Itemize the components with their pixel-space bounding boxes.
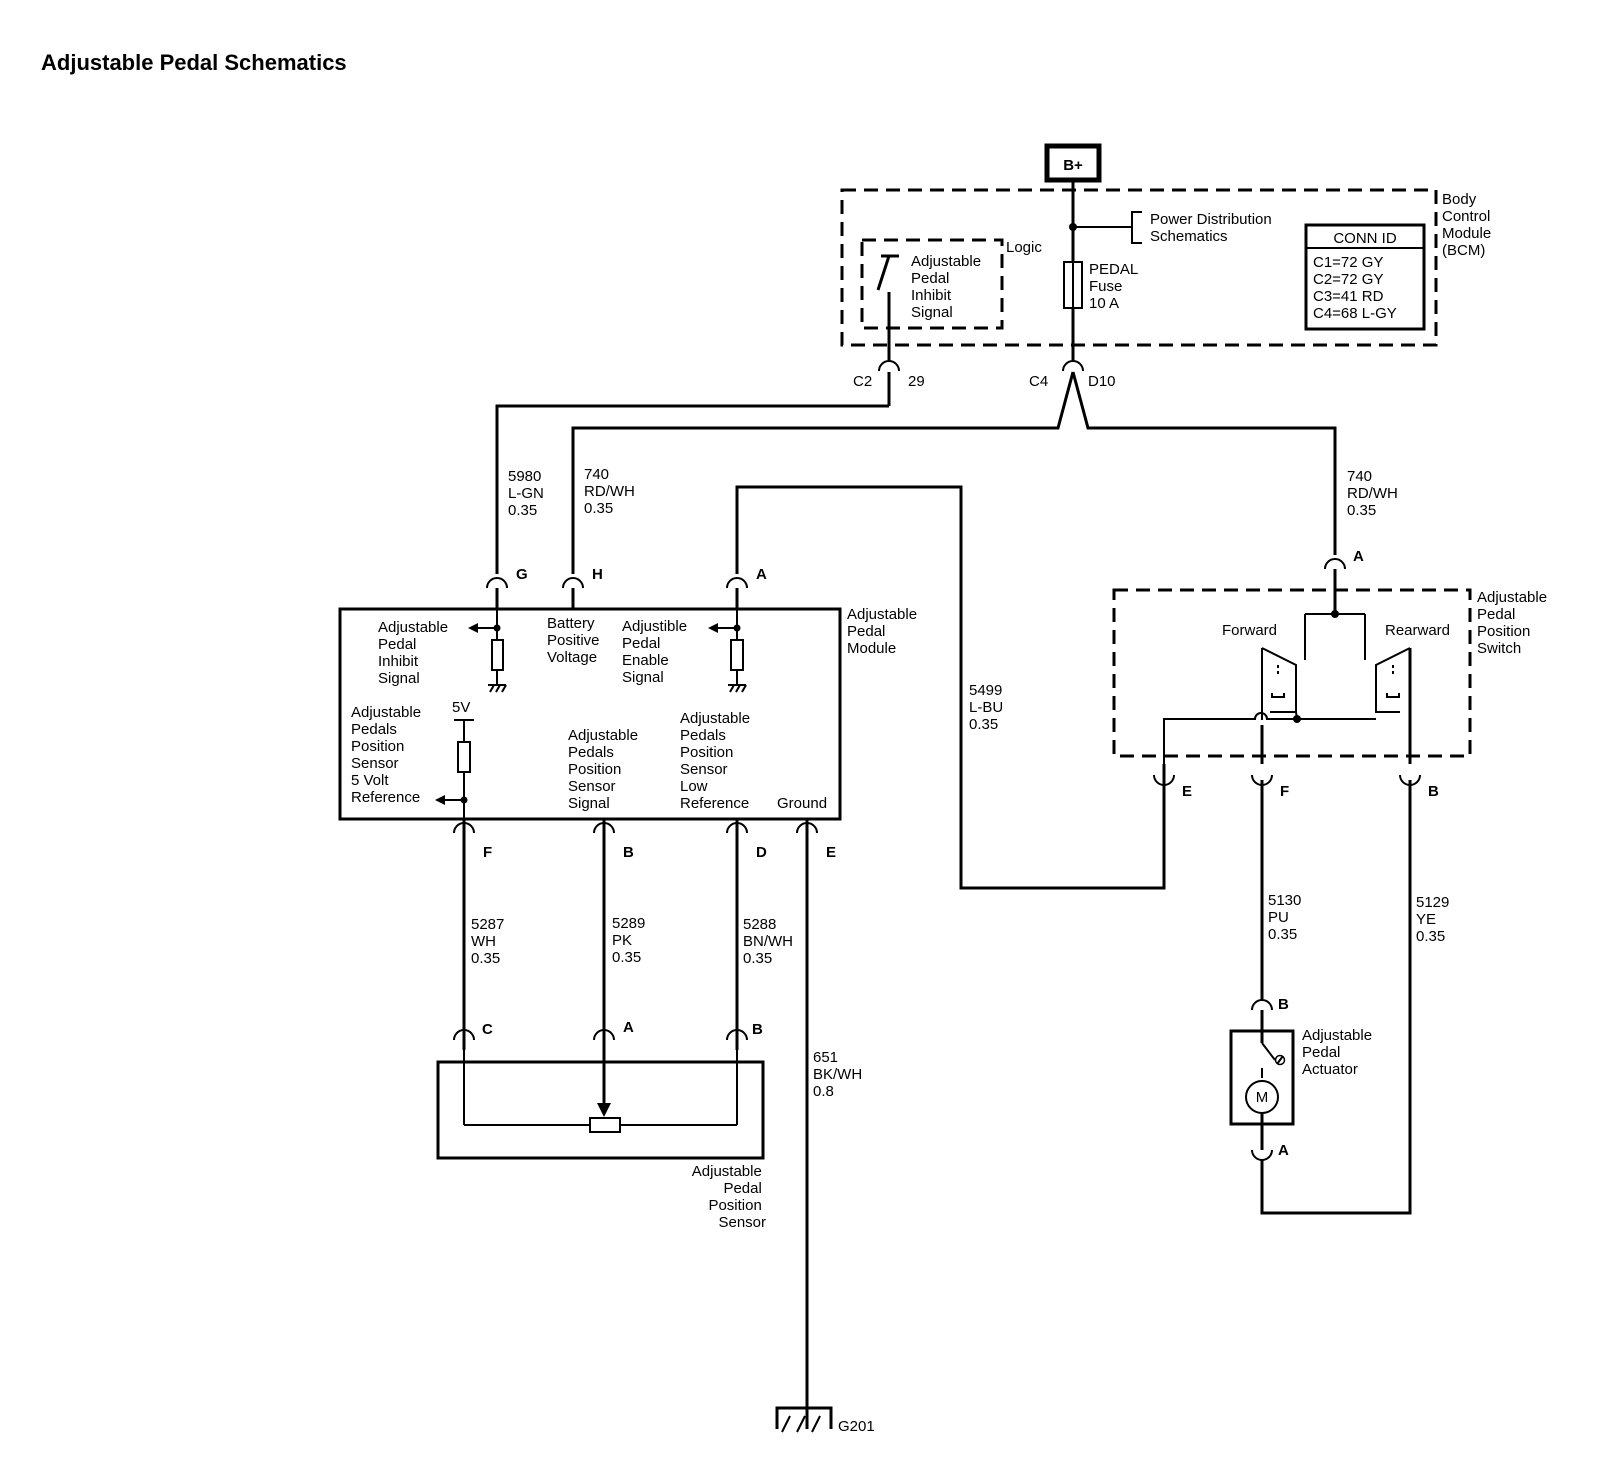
switch-name-label: Adjustable Pedal Position Switch (1477, 589, 1551, 657)
logic-label: Logic (1006, 239, 1042, 256)
svg-text:H: H (592, 566, 603, 583)
adjustable-pedal-module: Adjustable Pedal Module G H A Adjustable… (338, 566, 921, 861)
sensor-pin-c (453, 1029, 475, 1041)
ground-g201: G201 (774, 1406, 875, 1435)
battery-voltage-label: Battery Positive Voltage (547, 615, 604, 666)
power-distribution-label: Power Distribution Schematics (1150, 211, 1276, 245)
switch-pin-a (1324, 558, 1346, 570)
switch-boundary (1112, 588, 1472, 758)
forward-contact (1261, 647, 1297, 713)
switch-pin-e (1153, 774, 1175, 786)
pedal-fuse-label: PEDAL Fuse 10 A (1089, 261, 1142, 312)
sensor-signal-label: Adjustable Pedals Position Sensor Signal (568, 727, 642, 812)
ref-5v-label: Adjustable Pedals Position Sensor 5 Volt… (351, 704, 425, 806)
module-pin-g (486, 577, 508, 589)
bcm-connector-c2: C2 29 (853, 360, 925, 390)
rearward-label: Rearward (1385, 622, 1450, 639)
svg-text:D10: D10 (1088, 373, 1116, 390)
bcm-connector-c4: C4 D10 (1029, 360, 1116, 390)
conn-id-box (1304, 223, 1426, 331)
potentiometer-symbol (589, 1117, 621, 1133)
actuator-pin-b (1251, 999, 1273, 1011)
low-reference-label: Adjustable Pedals Position Sensor Low Re… (680, 710, 754, 812)
module-name-label: Adjustable Pedal Module (847, 606, 921, 657)
adjustable-pedal-actuator: B M A Adjustable Pedal Actuator (1229, 996, 1376, 1161)
svg-text:C2: C2 (853, 373, 872, 390)
svg-text:B: B (752, 1021, 763, 1038)
wire-740-module-label: 740 RD/WH 0.35 (584, 466, 639, 517)
b-plus-label: B+ (1063, 157, 1083, 174)
thermal-breaker-symbol (1261, 1042, 1276, 1061)
svg-text:A: A (756, 566, 767, 583)
svg-text:A: A (1353, 548, 1364, 565)
logic-boundary (860, 238, 1004, 330)
actuator-name-label: Adjustable Pedal Actuator (1302, 1027, 1376, 1078)
module-pin-a (726, 577, 748, 589)
inhibit-switch-symbol (876, 254, 899, 345)
wire-740-to-module (571, 371, 1075, 574)
adjustable-pedal-position-switch: A Adjustable Pedal Position Switch Forwa… (1112, 548, 1551, 800)
svg-text:B: B (1278, 996, 1289, 1013)
svg-text:E: E (826, 844, 836, 861)
wire-5288-label: 5288 BN/WH 0.35 (743, 916, 797, 967)
wire-651-label: 651 BK/WH 0.8 (813, 1049, 866, 1100)
wire-5129 (1260, 780, 1412, 1215)
svg-text:A: A (1278, 1142, 1289, 1159)
forward-label: Forward (1222, 622, 1277, 639)
wire-5289-label: 5289 PK 0.35 (612, 915, 650, 966)
svg-text:F: F (1280, 783, 1289, 800)
conn-id-list: C1=72 GY C2=72 GY C3=41 RD C4=68 L-GY (1313, 254, 1397, 322)
rearward-contact (1375, 647, 1411, 713)
body-control-module: Body Control Module (BCM) Logic Adjustab… (840, 180, 1495, 362)
ground-label: Ground (777, 795, 827, 812)
svg-text:C4: C4 (1029, 373, 1048, 390)
sensor-pin-a (593, 1029, 615, 1041)
wire-5499 (735, 485, 1166, 890)
adjustable-pedal-position-sensor: C A B Adjustable Pedal Position Sensor (436, 1019, 766, 1231)
svg-text:29: 29 (908, 373, 925, 390)
sensor-pin-b (726, 1029, 748, 1041)
actuator-pin-a (1251, 1149, 1273, 1161)
conn-id-header: CONN ID (1333, 230, 1397, 247)
svg-text:D: D (756, 844, 767, 861)
svg-text:F: F (483, 844, 492, 861)
wire-5499-label: 5499 L-BU 0.35 (969, 682, 1007, 733)
wire-740-to-switch (1071, 371, 1337, 555)
bcm-boundary (840, 188, 1438, 347)
svg-text:C: C (482, 1021, 493, 1038)
sensor-name-label: Adjustable Pedal Position Sensor (692, 1163, 766, 1231)
svg-text:B: B (1428, 783, 1439, 800)
wire-5287-label: 5287 WH 0.35 (471, 916, 509, 967)
wire-5129-label: 5129 YE 0.35 (1416, 894, 1454, 945)
svg-text:B: B (623, 844, 634, 861)
page-title: Adjustable Pedal Schematics (41, 50, 347, 75)
wire-5130-label: 5130 PU 0.35 (1268, 892, 1306, 943)
wire-5980 (495, 404, 889, 574)
wire-740-switch-label: 740 RD/WH 0.35 (1347, 468, 1402, 519)
bcm-name-label: Body Control Module (BCM) (1442, 191, 1495, 259)
battery-positive-terminal: B+ (1044, 143, 1102, 183)
ground-id-label: G201 (838, 1418, 875, 1435)
five-volt-label: 5V (452, 699, 470, 716)
module-boundary (338, 607, 842, 821)
module-inhibit-label: Adjustable Pedal Inhibit Signal (378, 619, 452, 687)
module-pin-h (562, 577, 584, 589)
motor-label: M (1256, 1089, 1269, 1106)
svg-text:E: E (1182, 783, 1192, 800)
svg-text:G: G (516, 566, 528, 583)
wire-5980-label: 5980 L-GN 0.35 (508, 468, 548, 519)
module-enable-label: Adjustible Pedal Enable Signal (622, 618, 691, 686)
bcm-inhibit-label: Adjustable Pedal Inhibit Signal (911, 253, 985, 321)
svg-text:A: A (623, 1019, 634, 1036)
sensor-boundary (436, 1060, 765, 1160)
